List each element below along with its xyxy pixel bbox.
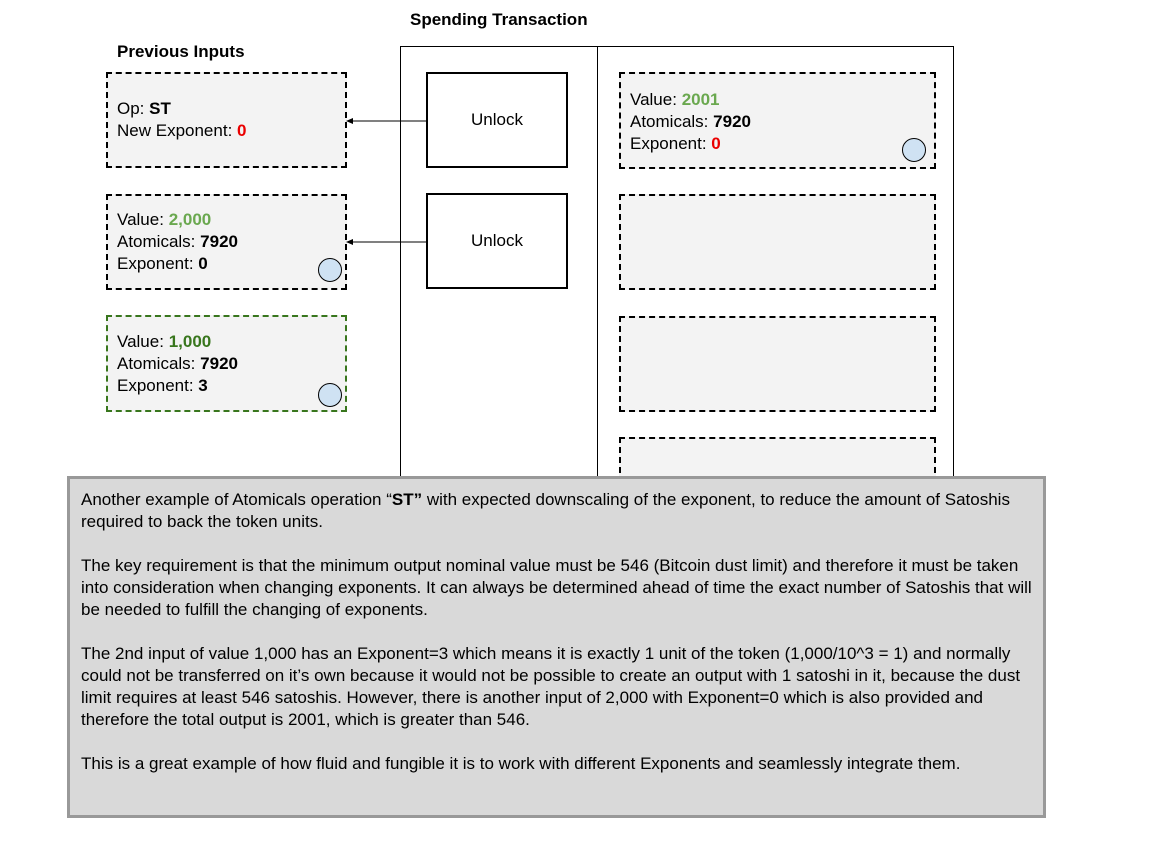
coin-circle-icon xyxy=(902,138,926,162)
new-exponent-value: 0 xyxy=(237,121,247,140)
new-exponent-label: New Exponent: xyxy=(117,121,233,140)
exponent-label: Exponent: xyxy=(630,134,707,153)
coin-circle-icon xyxy=(318,258,342,282)
input-box-second: Value: 1,000 Atomicals: 7920 Exponent: 3 xyxy=(106,315,347,412)
atomicals-label: Atomicals: xyxy=(117,232,196,251)
unlock-box-2: Unlock xyxy=(426,193,568,289)
spending-transaction-title: Spending Transaction xyxy=(410,10,588,29)
input-value: 2,000 xyxy=(168,210,212,229)
atomicals-value: 7920 xyxy=(200,353,238,373)
input-value: 1,000 xyxy=(168,331,212,351)
output-value: 2001 xyxy=(681,90,720,109)
note-paragraph-4: This is a great example of how fluid and… xyxy=(81,754,961,773)
note-op-name: ST” xyxy=(391,490,423,509)
exponent-value: 0 xyxy=(711,134,721,153)
atomicals-label: Atomicals: xyxy=(630,112,709,131)
exponent-value: 0 xyxy=(198,254,208,273)
op-input-box: Op: ST New Exponent: 0 xyxy=(106,72,347,168)
atomicals-value: 7920 xyxy=(713,112,751,131)
note-paragraph-2: The key requirement is that the minimum … xyxy=(81,556,1032,619)
output-box-2 xyxy=(619,194,936,290)
op-label: Op: xyxy=(117,99,145,118)
atomicals-label: Atomicals: xyxy=(117,353,196,373)
value-label: Value: xyxy=(117,331,164,351)
unlock-label: Unlock xyxy=(471,231,523,250)
unlock-label: Unlock xyxy=(471,110,523,129)
arrow-left-icon xyxy=(346,239,426,245)
op-value: ST xyxy=(149,99,171,118)
exponent-value: 3 xyxy=(198,375,208,395)
exponent-label: Exponent: xyxy=(117,254,194,273)
explanation-note: Another example of Atomicals operation “… xyxy=(67,476,1046,818)
exponent-label: Exponent: xyxy=(117,375,194,395)
note-paragraph-3: The 2nd input of value 1,000 has an Expo… xyxy=(81,644,1021,729)
arrow-left-icon xyxy=(346,118,426,124)
input-box-first: Value: 2,000 Atomicals: 7920 Exponent: 0 xyxy=(106,194,347,290)
output-box-1: Value: 2001 Atomicals: 7920 Exponent: 0 xyxy=(619,72,936,169)
value-label: Value: xyxy=(630,90,677,109)
output-box-3 xyxy=(619,316,936,412)
note-text: with expected downscaling of the exponen… xyxy=(81,490,1010,531)
note-paragraph-1: Another example of Atomicals operation “… xyxy=(81,489,1033,533)
previous-inputs-title: Previous Inputs xyxy=(117,42,245,61)
coin-circle-icon xyxy=(318,383,342,407)
value-label: Value: xyxy=(117,210,164,229)
note-text: Another example of Atomicals operation “ xyxy=(81,490,392,509)
atomicals-value: 7920 xyxy=(200,232,238,251)
unlock-box-1: Unlock xyxy=(426,72,568,168)
